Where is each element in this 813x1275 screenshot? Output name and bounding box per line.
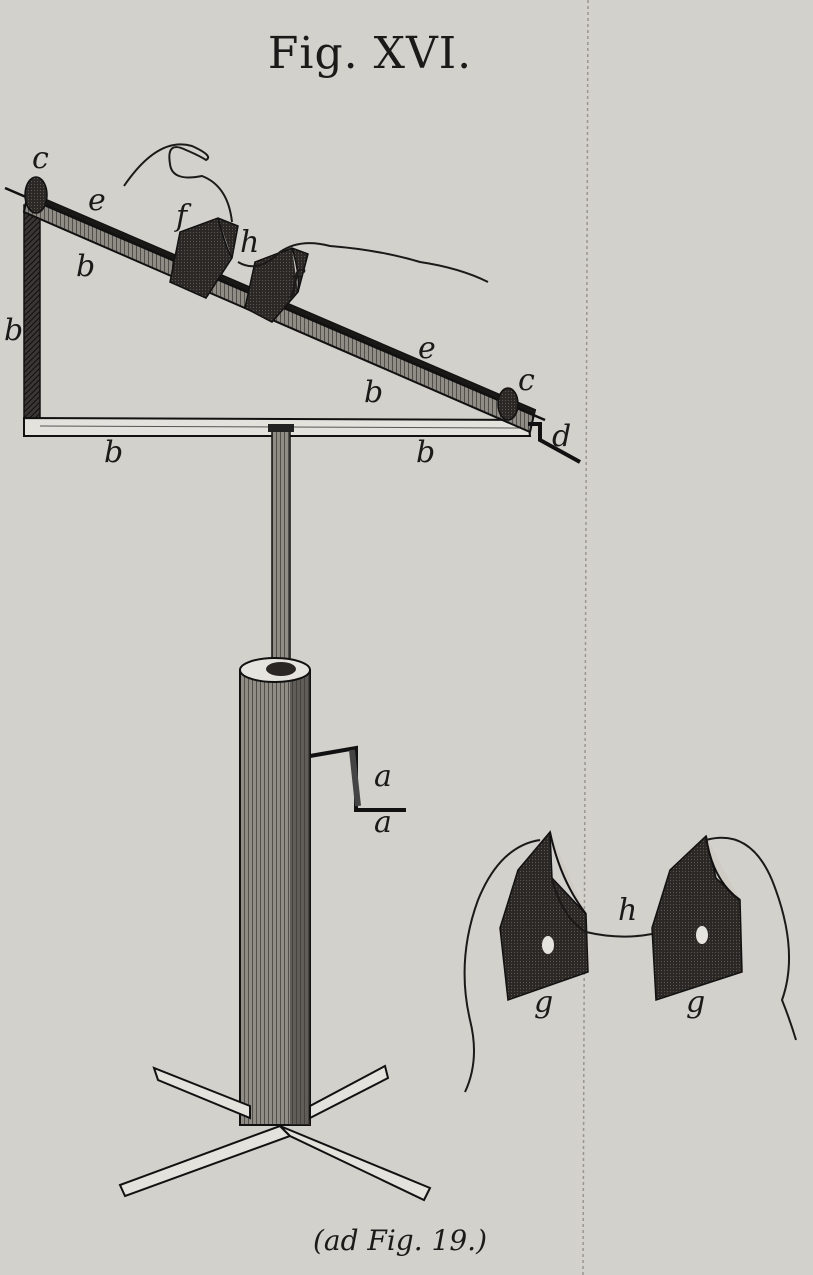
label-b-slant-left: b <box>76 249 95 284</box>
label-e-upper: e <box>88 183 106 218</box>
label-h-detail: h <box>618 893 637 928</box>
letter-labels: c e f h f b b e b c d b b a a h g g <box>4 141 705 1020</box>
figure-caption: (ad Fig. 19.) <box>313 1224 487 1257</box>
label-b-slant-right: b <box>364 375 383 410</box>
screw-post <box>268 424 294 671</box>
slider-blocks <box>169 217 309 323</box>
label-b-bottom-right: b <box>416 435 435 470</box>
label-a-upper: a <box>374 759 392 794</box>
triangular-frame <box>4 176 581 464</box>
threads-upper <box>123 143 489 283</box>
label-b-vertical: b <box>4 313 23 348</box>
paper-fold-line <box>582 0 589 1275</box>
label-d: d <box>552 419 571 454</box>
base-cross <box>118 1064 432 1202</box>
label-g-left: g <box>534 985 553 1020</box>
label-c-right: c <box>518 363 535 398</box>
label-c-left: c <box>32 141 49 176</box>
label-b-bottom-left: b <box>104 435 123 470</box>
hand-crank <box>309 745 406 812</box>
detail-threads <box>463 836 797 1093</box>
detail-blocks <box>499 830 743 1002</box>
figure-title: Fig. XVI. <box>268 28 472 79</box>
label-g-right: g <box>686 985 705 1020</box>
label-e-lower: e <box>418 331 436 366</box>
label-a-lower: a <box>374 805 392 840</box>
label-h-upper: h <box>240 225 259 260</box>
column <box>239 657 311 1126</box>
